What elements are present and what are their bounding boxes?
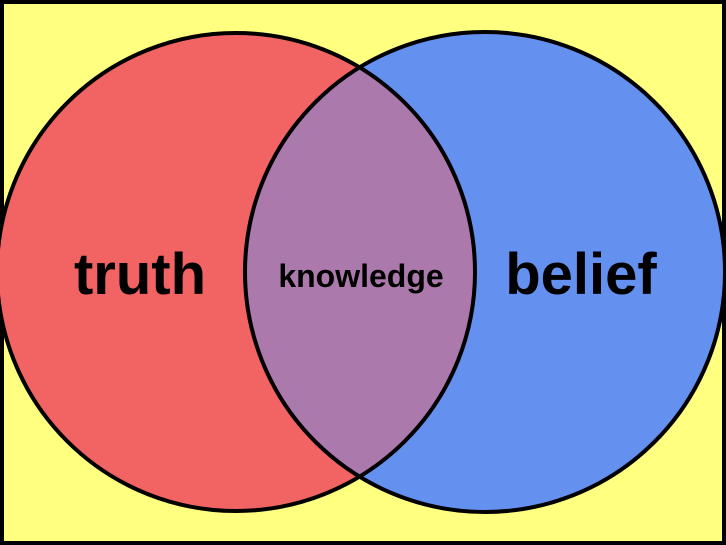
belief-label: belief [505,242,657,307]
truth-label: truth [74,242,206,307]
belief-circle-outline [243,30,726,514]
knowledge-label: knowledge [278,258,443,294]
intersection-region [245,33,475,511]
truth-circle-outline [0,31,477,513]
